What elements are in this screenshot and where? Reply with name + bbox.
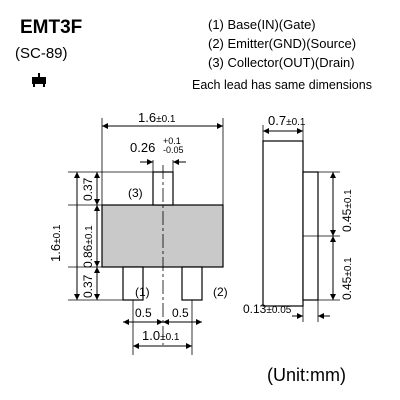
side-body: [262, 140, 304, 307]
pin-1-marker: (1): [135, 285, 150, 299]
lead-note: Each lead has same dimensions: [192, 78, 372, 92]
dim-lead-width: 0.26: [130, 140, 155, 155]
lead-2: [181, 266, 203, 301]
dim-lead-width-tol-plus: +0.1: [163, 136, 181, 146]
package-icon: [32, 73, 46, 87]
dim-thickness: 0.13±0.05: [243, 302, 292, 316]
dim-pitch-left: 0.5: [135, 306, 152, 320]
package-body: [101, 204, 224, 268]
part-title: EMT3F: [20, 17, 83, 38]
unit-label: (Unit:mm): [267, 365, 346, 385]
dim-body-width: 1.6±0.1: [138, 110, 176, 125]
dim-side-lower: 0.45±0.1: [340, 257, 354, 300]
side-view: [262, 125, 340, 322]
pin-3-label: (3) Collector(OUT)(Drain): [208, 55, 355, 70]
dim-lead-bottom: 0.37: [81, 274, 95, 298]
dim-side-upper: 0.45±0.1: [340, 189, 354, 232]
dim-lead-width-tol-minus: -0.05: [163, 145, 184, 155]
pin-2-marker: (2): [213, 285, 228, 299]
top-view: [68, 118, 224, 355]
pin-2-label: (2) Emitter(GND)(Source): [208, 36, 357, 51]
dim-lead-span: 1.0±0.1: [142, 328, 180, 343]
package-name: (SC-89): [15, 45, 68, 62]
pin-3-marker: (3): [128, 186, 143, 200]
dim-side-width: 0.7±0.1: [268, 113, 306, 128]
pin-1-label: (1) Base(IN)(Gate): [208, 17, 316, 32]
dim-pitch-right: 0.5: [172, 306, 189, 320]
dim-body-length: 1.6±0.1: [48, 224, 63, 262]
dim-body-center: 0.86±0.1: [81, 225, 95, 268]
dim-lead-top: 0.37: [81, 177, 95, 201]
